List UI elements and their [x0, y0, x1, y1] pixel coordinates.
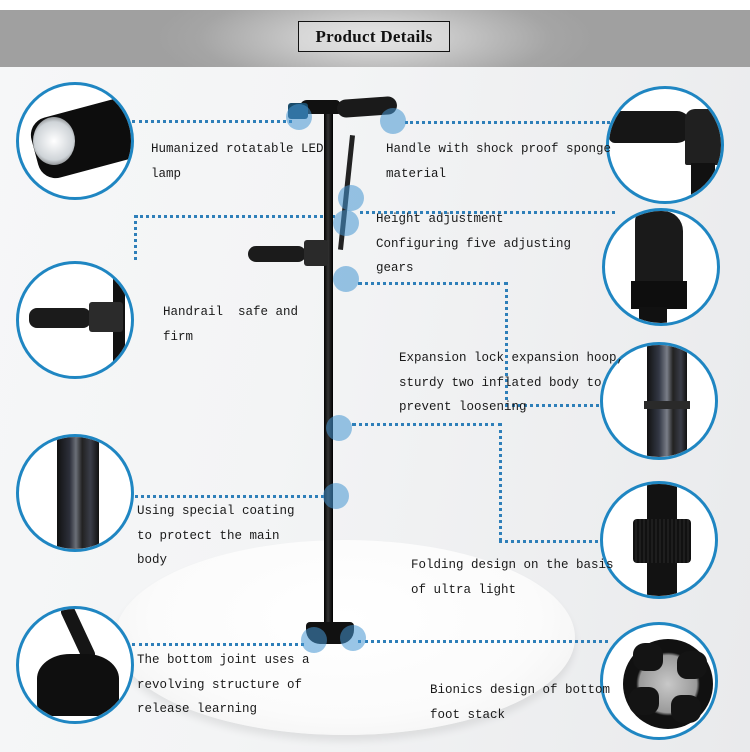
closeup-height: [602, 208, 720, 326]
connector-height-right: [360, 211, 615, 214]
highlight-gears: [333, 266, 359, 292]
connector-expansion: [505, 404, 605, 407]
highlight-foot-left: [301, 627, 327, 653]
feature-folding: Folding design on the basis of ultra lig…: [411, 553, 614, 602]
height-collar-image: [635, 211, 683, 291]
header-banner: Product Details: [0, 10, 750, 67]
feature-height: Height adjustment Configuring five adjus…: [376, 207, 571, 281]
highlight-coating: [323, 483, 349, 509]
height-tube-image: [639, 307, 667, 323]
closeup-expansion-lock: [600, 342, 718, 460]
label-line: gears: [376, 261, 414, 275]
handle-grip-image: [609, 111, 691, 143]
feature-expansion-lock: Expansion lock expansion hoop, sturdy tw…: [399, 346, 624, 420]
highlight-lower-tube: [326, 415, 352, 441]
cane-handrail-grip: [248, 246, 306, 262]
connector-gears-down: [505, 282, 508, 407]
handle-joint-image: [685, 109, 721, 165]
led-lens-icon: [33, 117, 75, 165]
handrail-joint-image: [89, 302, 123, 332]
highlight-strap: [338, 185, 364, 211]
label-line: release learning: [137, 702, 258, 716]
label-line: Configuring five adjusting: [376, 236, 572, 251]
label-line: to protect the main: [137, 528, 280, 543]
label-line: Bionics design of bottom: [430, 683, 611, 697]
connector-lower-tube: [352, 423, 502, 426]
connector-gears: [358, 282, 508, 285]
joint-base-image: [37, 654, 119, 716]
height-lock-image: [631, 281, 687, 309]
highlight-foot-right: [340, 625, 366, 651]
coated-tube-image: [57, 437, 99, 549]
label-line: Handrail safe and: [163, 305, 299, 319]
label-line: material: [386, 166, 447, 181]
label-line: firm: [163, 329, 194, 344]
cane-handrail-joint: [304, 240, 328, 266]
label-line: revolving structure of: [137, 677, 303, 692]
label-line: lamp: [151, 166, 182, 181]
connector-foot: [358, 640, 608, 643]
feature-foot: Bionics design of bottom foot stack: [430, 678, 610, 727]
connector-coating: [135, 495, 330, 498]
label-line: Handle with shock proof sponge: [386, 142, 612, 156]
label-line: of ultra light: [411, 582, 517, 597]
page-title: Product Details: [298, 21, 450, 52]
connector-height-left: [134, 215, 137, 260]
foot-pad-4: [671, 695, 701, 723]
connector-lower-tube-down: [499, 423, 502, 541]
feature-handrail: Handrail safe and firm: [163, 300, 298, 349]
connector-led: [132, 120, 292, 123]
closeup-foot: [600, 622, 718, 740]
connector-height-top: [135, 215, 335, 218]
connector-bottom-joint: [132, 643, 304, 646]
feature-handle: Handle with shock proof sponge material: [386, 137, 611, 186]
foot-pad-1: [633, 643, 663, 671]
label-line: Humanized rotatable LED: [151, 142, 324, 156]
handle-neck-image: [691, 163, 715, 201]
connector-folding: [499, 540, 604, 543]
closeup-bottom-joint: [16, 606, 134, 724]
label-line: Expansion lock expansion hoop,: [399, 351, 625, 365]
closeup-handrail: [16, 261, 134, 379]
label-line: sturdy two inflated body to: [399, 375, 602, 390]
feature-led-lamp: Humanized rotatable LED lamp: [151, 137, 324, 186]
cane-shaft: [324, 112, 333, 632]
connector-handle: [405, 121, 610, 124]
label-line: Using special coating: [137, 504, 295, 518]
label-line: Folding design on the basis: [411, 558, 614, 572]
feature-bottom-joint: The bottom joint uses a revolving struct…: [137, 648, 310, 722]
highlight-led: [286, 104, 312, 130]
handrail-grip-image: [29, 308, 91, 328]
folding-knob-image: [633, 519, 691, 563]
label-line: The bottom joint uses a: [137, 653, 310, 667]
closeup-coating: [16, 434, 134, 552]
top-strip: [0, 0, 750, 10]
foot-pad-3: [629, 687, 659, 715]
foot-pad-2: [677, 651, 707, 679]
closeup-led-lamp: [16, 82, 134, 200]
highlight-height: [333, 210, 359, 236]
label-line: foot stack: [430, 707, 506, 722]
closeup-handle: [606, 86, 724, 204]
label-line: body: [137, 553, 168, 567]
closeup-folding: [600, 481, 718, 599]
expansion-hoop-image: [644, 401, 690, 409]
feature-coating: Using special coating to protect the mai…: [137, 499, 295, 573]
label-line: prevent loosening: [399, 400, 527, 414]
label-line: Height adjustment: [376, 212, 504, 226]
highlight-handle: [380, 108, 406, 134]
